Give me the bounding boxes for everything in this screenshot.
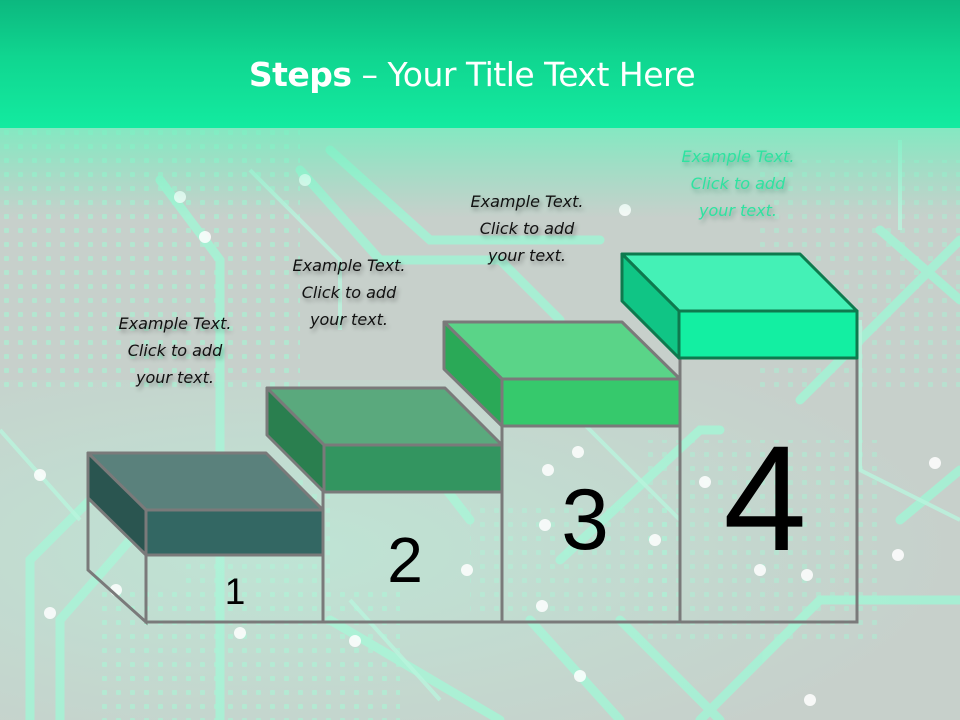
step-1-number: 1 <box>224 571 246 612</box>
caption-line: Click to add <box>127 341 223 360</box>
title-bar <box>0 0 960 128</box>
step-2-front <box>322 443 504 494</box>
step-3-block[interactable] <box>442 320 682 428</box>
step-3-caption[interactable]: Example Text. Click to add your text. <box>437 188 617 269</box>
title-rest: – Your Title Text Here <box>351 55 696 94</box>
step-3-number: 3 <box>561 472 609 568</box>
step-columns-outline <box>86 355 859 626</box>
step-2-block[interactable] <box>265 386 504 494</box>
slide-title[interactable]: Steps – Your Title Text Here <box>0 52 944 98</box>
caption-line: your text. <box>698 201 777 220</box>
caption-line: your text. <box>309 310 388 329</box>
step-4-number: 4 <box>723 414 807 582</box>
step-4-caption[interactable]: Example Text. Click to add your text. <box>648 143 828 224</box>
caption-line: Example Text. <box>681 147 795 166</box>
step-1-block[interactable] <box>86 451 325 557</box>
caption-line: Example Text. <box>118 314 232 333</box>
caption-line: Click to add <box>479 219 575 238</box>
step-1-caption[interactable]: Example Text. Click to add your text. <box>85 310 265 391</box>
caption-line: Click to add <box>301 283 397 302</box>
caption-line: Click to add <box>690 174 786 193</box>
step-1-front <box>144 508 325 557</box>
step-3-front <box>500 377 682 428</box>
step-4-front <box>677 309 859 360</box>
caption-line: your text. <box>135 368 214 387</box>
title-bar-fade <box>0 128 960 218</box>
title-bold: Steps <box>248 55 352 94</box>
caption-line: Example Text. <box>292 256 406 275</box>
caption-line: Example Text. <box>470 192 584 211</box>
caption-line: your text. <box>487 246 566 265</box>
step-2-number: 2 <box>387 524 423 596</box>
step-2-caption[interactable]: Example Text. Click to add your text. <box>259 252 439 333</box>
step-4-block[interactable] <box>620 252 859 360</box>
